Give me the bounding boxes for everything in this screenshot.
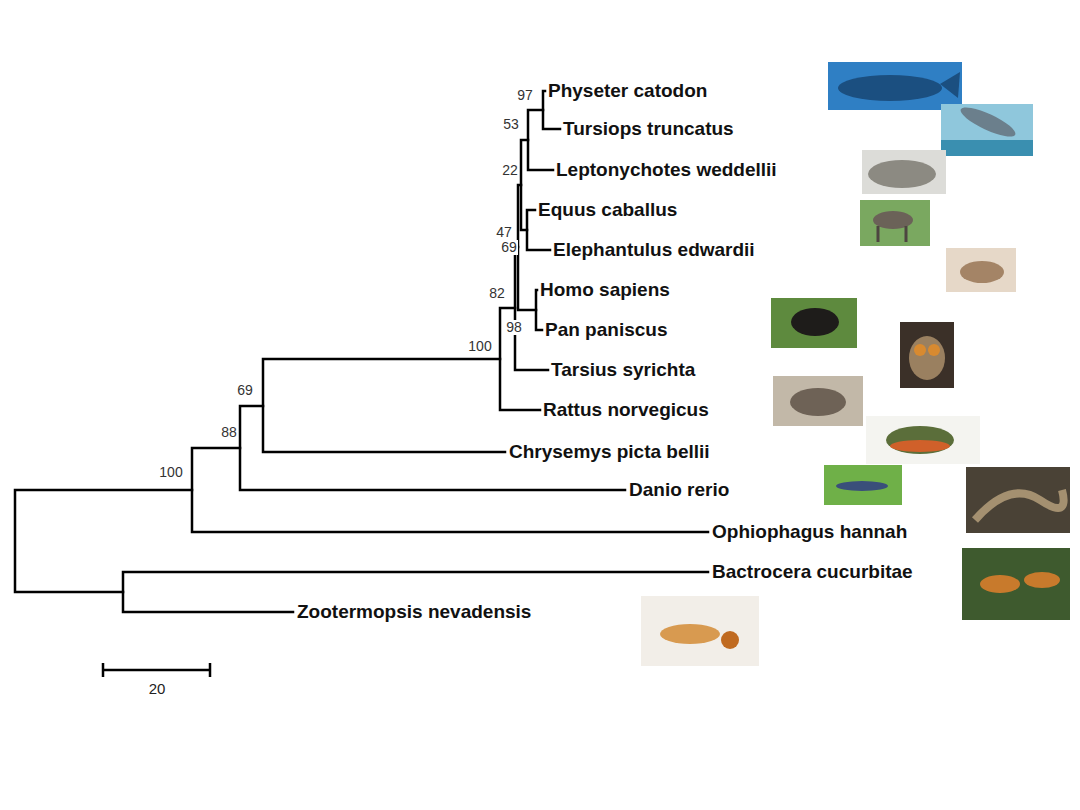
bootstrap-value: 88	[220, 425, 238, 440]
photo-rat	[773, 376, 863, 426]
bootstrap-value: 100	[467, 339, 492, 354]
taxon-name: Equus caballus	[538, 199, 677, 221]
photo-horse	[860, 200, 930, 246]
bootstrap-value: 100	[158, 465, 183, 480]
photo-elephant-shrew	[946, 248, 1016, 292]
taxon-name: Rattus norvegicus	[543, 399, 709, 421]
bootstrap-value: 98	[505, 320, 523, 335]
taxon-name: Zootermopsis nevadensis	[297, 601, 531, 623]
bootstrap-value: 47	[495, 225, 513, 240]
photo-turtle	[866, 416, 980, 464]
taxon-name: Physeter catodon	[548, 80, 707, 102]
bootstrap-value: 22	[501, 163, 519, 178]
taxon-name: Tarsius syrichta	[551, 359, 695, 381]
photo-zebrafish	[824, 465, 902, 505]
photo-melon-fly	[962, 548, 1070, 620]
photo-bonobo	[771, 298, 857, 348]
taxon-name: Elephantulus edwardii	[553, 239, 755, 261]
taxon-name: Ophiophagus hannah	[712, 521, 907, 543]
bootstrap-value: 69	[236, 383, 254, 398]
photo-tarsier	[900, 322, 954, 388]
taxon-name: Danio rerio	[629, 479, 729, 501]
photo-seal	[862, 150, 946, 194]
photo-termite	[641, 596, 759, 666]
taxon-name: Homo sapiens	[540, 279, 670, 301]
photo-king-cobra	[966, 467, 1070, 533]
bootstrap-value: 53	[502, 117, 520, 132]
scale-value: 20	[149, 680, 166, 697]
taxon-name: Chrysemys picta bellii	[509, 441, 710, 463]
taxon-name: Tursiops truncatus	[563, 118, 734, 140]
taxon-name: Bactrocera cucurbitae	[712, 561, 913, 583]
bootstrap-value: 82	[488, 286, 506, 301]
taxon-name: Pan paniscus	[545, 319, 668, 341]
bootstrap-value: 97	[516, 88, 534, 103]
photo-dolphin	[941, 102, 1033, 156]
photo-sperm-whale	[828, 62, 962, 110]
bootstrap-value: 69	[500, 240, 518, 255]
taxon-name: Leptonychotes weddellii	[556, 159, 777, 181]
scale-bar	[103, 663, 210, 677]
